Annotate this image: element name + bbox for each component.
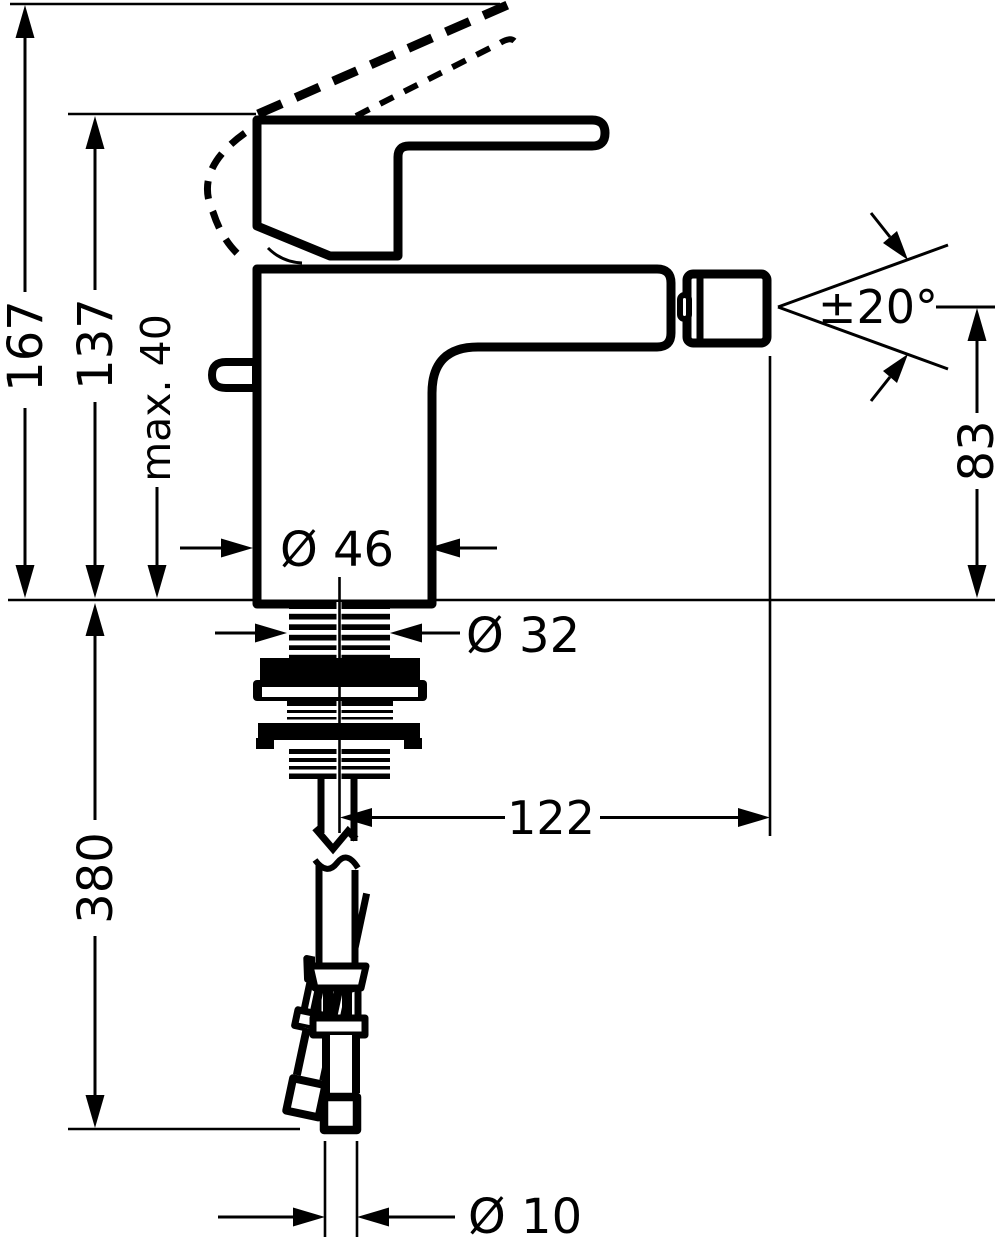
nut-foot-right — [404, 738, 422, 749]
arrowhead-up — [85, 116, 105, 149]
dim-swivel-angle: ±20° — [777, 212, 995, 402]
dim-pipe-length: 380 — [68, 603, 124, 1128]
compression-nut — [306, 962, 370, 992]
angle-leader-lower — [869, 376, 892, 402]
dim-outlet-height: 83 — [949, 308, 1000, 598]
arrowhead-down — [85, 565, 105, 598]
arrowhead-down — [85, 1095, 105, 1128]
nut-foot-left — [256, 738, 274, 749]
arrowhead-angle-lower — [883, 354, 908, 383]
dim-total-height: 167 — [0, 5, 54, 598]
handle-lever — [252, 115, 610, 261]
collar — [309, 1014, 369, 1039]
handle-pivot-arc — [266, 246, 303, 265]
pipe-wall — [292, 1027, 311, 1076]
arrowhead-left — [390, 623, 422, 643]
arrowhead-right — [738, 808, 770, 827]
dim-max-mounting-thickness-label: max. 40 — [132, 314, 180, 482]
stub-break-cut — [312, 825, 359, 855]
faucet-body-outline — [252, 264, 676, 609]
arrowhead-up — [15, 5, 35, 38]
dim-spout-reach-label: 122 — [507, 791, 595, 845]
dim-swivel-angle-label: ±20° — [818, 280, 938, 334]
raised-handle-dashed-line — [256, 0, 514, 119]
dim-height-to-handle-label: 137 — [68, 298, 124, 390]
popup-rod-knob — [208, 358, 260, 392]
arrowhead-right — [255, 623, 287, 643]
faucet-body-group — [203, 0, 772, 609]
dim-body-diameter: Ø 46 — [180, 522, 497, 578]
supply-pipe-stub — [312, 779, 359, 855]
arrowhead-up — [85, 603, 105, 636]
supply-pipes-group — [282, 577, 371, 1135]
arrowhead-down — [967, 565, 987, 598]
dim-outlet-height-label: 83 — [949, 420, 1000, 481]
pipe-fill — [315, 857, 358, 966]
supply-pipe-vertical — [306, 854, 370, 1135]
nozzle-joint-pill — [677, 292, 692, 322]
dim-pipe-diameter: Ø 10 — [218, 1189, 582, 1238]
raised-handle-base-dashed-arc — [203, 130, 248, 259]
angle-leader-upper — [869, 212, 892, 238]
dim-total-height-label: 167 — [0, 300, 54, 392]
dim-body-diameter-label: Ø 46 — [280, 522, 394, 578]
angle-line-upper — [777, 243, 949, 309]
end-fitting — [319, 1092, 362, 1135]
arrowhead-left — [340, 808, 372, 827]
arrowhead-up — [967, 308, 987, 341]
dimension-guides — [8, 2, 995, 1237]
arrowhead-angle-upper — [883, 231, 908, 260]
dim-pipe-length-label: 380 — [68, 832, 124, 924]
end-fitting — [282, 1074, 330, 1122]
nut-wall — [300, 979, 314, 1012]
dim-height-to-handle: 137 — [68, 116, 124, 598]
arrowhead-right — [293, 1207, 325, 1227]
angle-line-lower — [777, 305, 949, 371]
arrowhead-left — [428, 538, 460, 558]
arrowhead-left — [357, 1207, 389, 1227]
nut-rib — [342, 988, 352, 1018]
nut-rib — [323, 988, 333, 1018]
dim-spout-reach: 122 — [340, 791, 770, 845]
arrowhead-down — [15, 565, 35, 598]
dim-shank-diameter: Ø 32 — [215, 608, 580, 664]
raised-handle-edge-dashed-line — [354, 36, 521, 119]
arrowhead-down — [147, 565, 167, 598]
dim-max-mounting-thickness: max. 40 — [132, 314, 180, 598]
arrowhead-right — [221, 538, 253, 558]
dim-pipe-diameter-label: Ø 10 — [468, 1189, 582, 1238]
dim-shank-diameter-label: Ø 32 — [466, 608, 580, 664]
